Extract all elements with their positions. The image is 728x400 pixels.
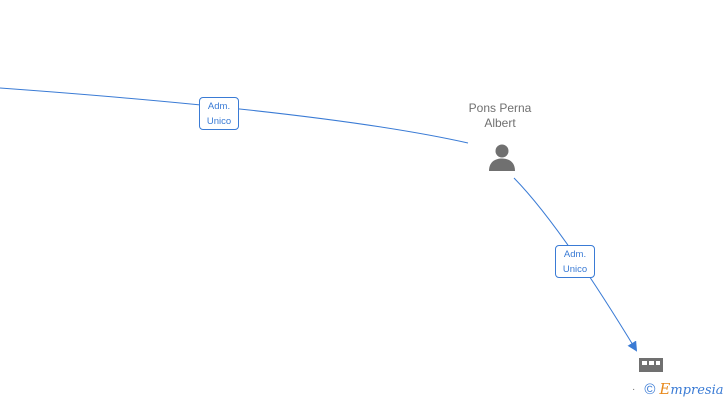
- edge-label-line2: Unico: [562, 264, 588, 275]
- edge-incoming-line: [0, 87, 469, 144]
- copyright-icon: ©: [644, 380, 656, 398]
- edge-label-line1: Adm.: [563, 249, 587, 260]
- building-icon[interactable]: [639, 356, 663, 372]
- brand-logo: Empresia: [659, 380, 723, 398]
- person-icon[interactable]: [487, 142, 517, 172]
- brand-logo-rest: mpresia: [670, 383, 724, 398]
- edge-label-line1: Adm.: [207, 101, 231, 112]
- edge-label-adm-unico[interactable]: Adm. Unico: [555, 245, 595, 278]
- footer-brand: · © Empresia: [632, 380, 724, 398]
- edge-to-company-line: [513, 177, 638, 352]
- person-name-line1: Pons Perna: [468, 101, 532, 115]
- edge-label-adm-unico[interactable]: Adm. Unico: [199, 97, 239, 130]
- footer-dot: ·: [632, 383, 636, 395]
- brand-logo-initial: E: [659, 380, 671, 398]
- person-node-name[interactable]: Pons Perna Albert: [440, 101, 560, 131]
- edge-label-line2: Unico: [206, 116, 232, 127]
- person-name-line2: Albert: [484, 116, 516, 130]
